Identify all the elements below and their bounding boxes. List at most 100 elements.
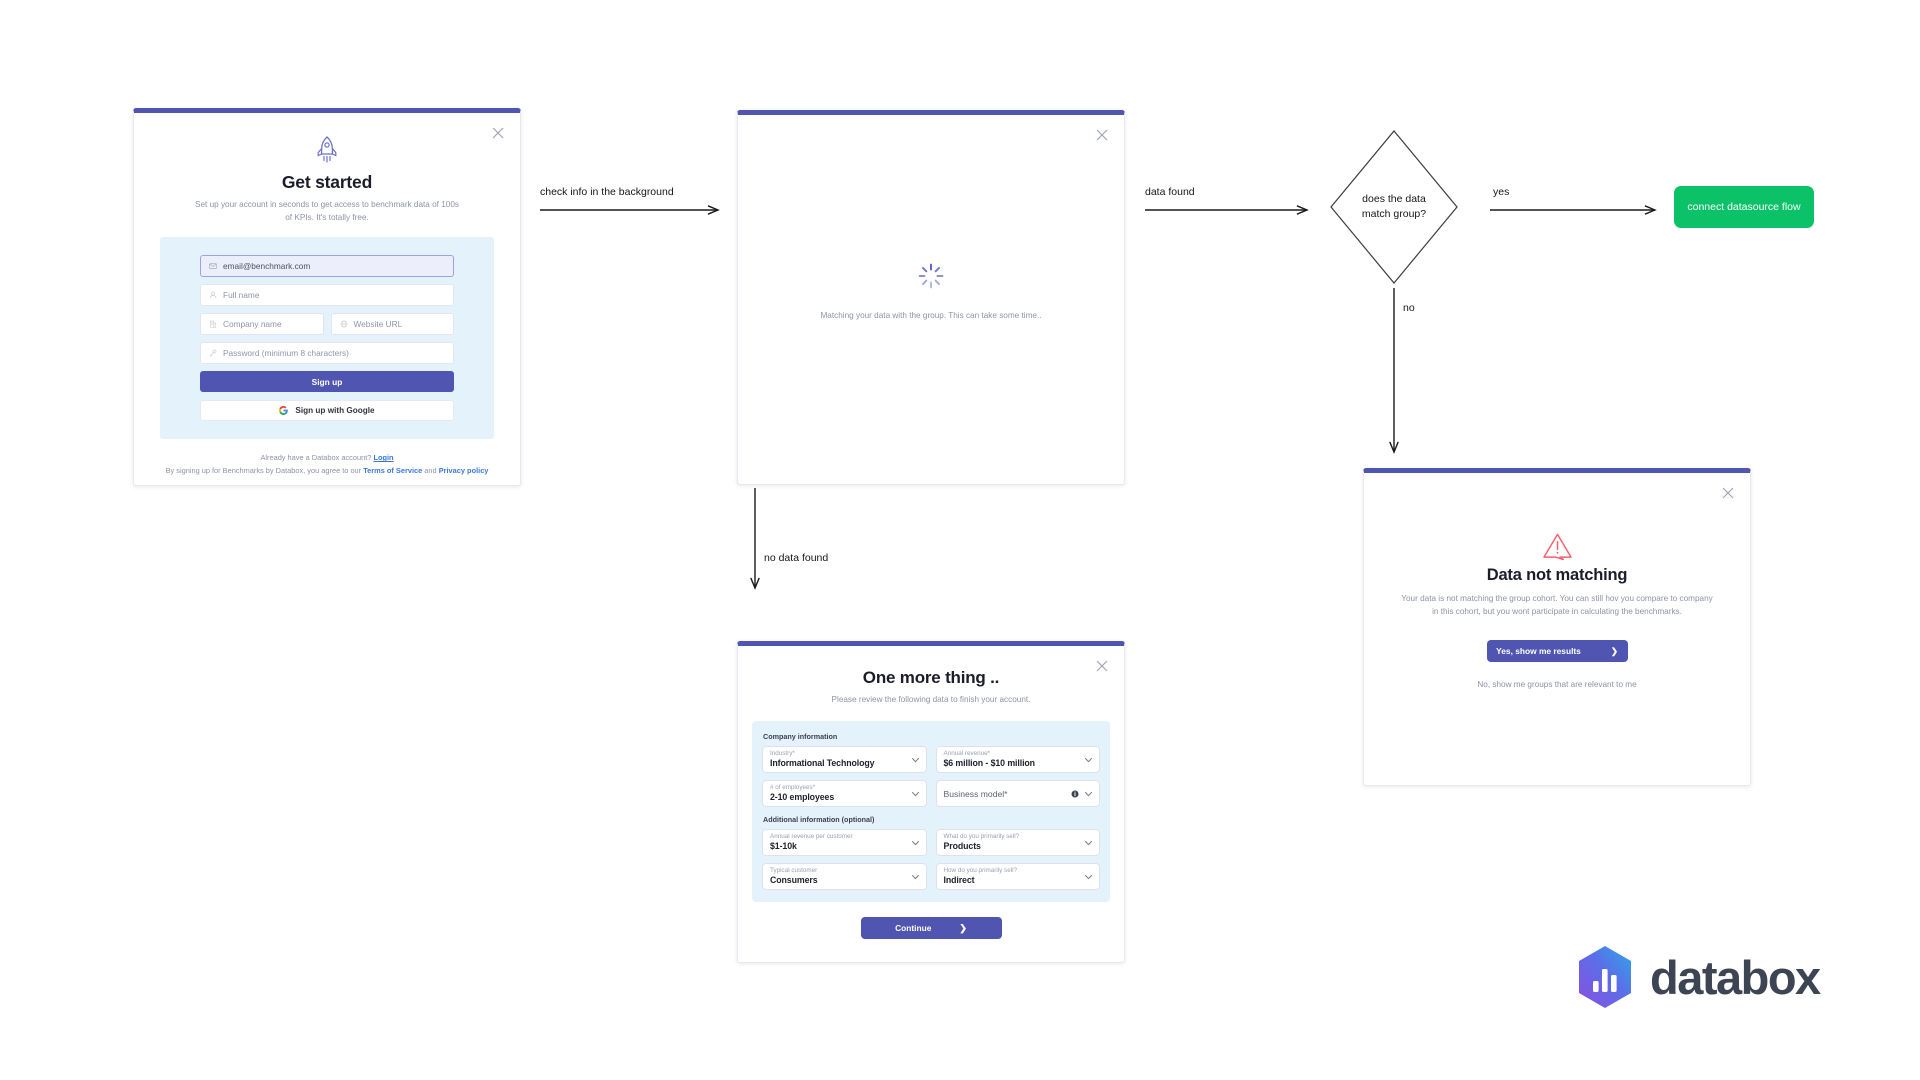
sign-up-button[interactable]: Sign up (200, 371, 454, 393)
what-you-sell-select[interactable]: What do you primarily sell? Products (935, 829, 1100, 856)
how-you-sell-value: Indirect (943, 874, 975, 885)
edge-label-check-info: check info in the background (540, 186, 674, 198)
close-icon[interactable] (1094, 127, 1110, 143)
employees-select[interactable]: # of employees* 2-10 employees (762, 780, 927, 807)
industry-select-value: Informational Technology (770, 757, 875, 768)
additional-row-1: Annual revenue per customer $1-10k What … (762, 829, 1100, 856)
what-you-sell-caption: What do you primarily sell? (943, 833, 1020, 840)
revenue-per-customer-value: $1-10k (770, 840, 797, 851)
continue-button-label: Continue (895, 923, 932, 933)
website-url-placeholder: Website URL (353, 319, 403, 330)
show-me-results-label: Yes, show me results (1496, 646, 1581, 657)
company-website-row: Company name Website URL (200, 313, 454, 342)
building-icon (209, 320, 217, 328)
page-title: Data not matching (1486, 566, 1628, 584)
spinner-container: Matching your data with the group. This … (738, 263, 1124, 320)
google-button-label: Sign up with Google (295, 406, 375, 416)
employees-select-caption: # of employees* (770, 784, 816, 791)
group-label-additional-information: Additional information (optional) (763, 815, 875, 824)
company-row-1: Industry* Informational Technology Annua… (762, 746, 1100, 773)
page-title: One more thing .. (862, 668, 1000, 687)
how-you-sell-select[interactable]: How do you primarily sell? Indirect (935, 863, 1100, 890)
full-name-placeholder: Full name (223, 290, 260, 301)
sign-up-with-google-button[interactable]: Sign up with Google (200, 400, 454, 422)
rocket-icon (314, 135, 340, 165)
close-icon[interactable] (490, 125, 506, 141)
form-panel: Company information Industry* Informatio… (752, 721, 1110, 902)
databox-logo: databox (1576, 945, 1821, 1009)
edge-label-data-found: data found (1145, 186, 1195, 198)
business-model-placeholder: Business model* (943, 788, 1008, 799)
edge-label-yes: yes (1493, 186, 1510, 198)
chevron-down-icon (1084, 838, 1093, 847)
industry-select-caption: Industry* (770, 750, 795, 757)
sign-up-button-label: Sign up (311, 376, 343, 387)
password-field[interactable]: Password (minimum 8 characters) (200, 342, 454, 365)
typical-customer-select[interactable]: Typical customer Consumers (762, 863, 927, 890)
loading-message: Matching your data with the group. This … (820, 311, 1042, 320)
close-icon[interactable] (1720, 485, 1736, 501)
group-label-company-information: Company information (763, 732, 838, 741)
show-me-results-button[interactable]: Yes, show me results ❯ (1486, 640, 1628, 663)
chevron-down-icon (911, 838, 920, 847)
decision-line-1: does the data (1362, 193, 1426, 205)
typical-customer-value: Consumers (770, 874, 818, 885)
website-url-field[interactable]: Website URL (330, 313, 454, 336)
annual-revenue-select-caption: Annual revenue* (943, 750, 991, 757)
connect-datasource-flow-button[interactable]: connect datasource flow (1674, 186, 1814, 228)
company-row-2: # of employees* 2-10 employees Business … (762, 780, 1100, 807)
chevron-down-icon (911, 789, 920, 798)
terms-prefix: By signing up for Benchmarks by Databox,… (165, 465, 362, 475)
spinner-icon (918, 263, 944, 289)
company-details-card: One more thing .. Please review the foll… (737, 641, 1125, 963)
annual-revenue-select-value: $6 million - $10 million (943, 757, 1036, 768)
data-not-matching-card: Data not matching Your data is not match… (1363, 468, 1751, 786)
user-icon (209, 291, 217, 299)
google-icon (279, 406, 289, 416)
chevron-down-icon (911, 872, 920, 881)
warning-triangle-icon (1542, 532, 1573, 560)
additional-row-2: Typical customer Consumers How do you pr… (762, 863, 1100, 890)
industry-select[interactable]: Industry* Informational Technology (762, 746, 927, 773)
show-relevant-groups-link[interactable]: No, show me groups that are relevant to … (1477, 680, 1637, 690)
form-subtitle: Please review the following data to fini… (831, 695, 1031, 704)
login-prompt-text: Already have a Databox account? (260, 453, 372, 463)
globe-icon (340, 320, 348, 328)
full-name-field[interactable]: Full name (200, 284, 454, 307)
how-you-sell-caption: How do you primarily sell? (943, 867, 1018, 874)
decision-line-2: match group? (1361, 208, 1427, 221)
business-model-select[interactable]: Business model* (935, 780, 1100, 807)
revenue-per-customer-caption: Annual revenue per customer (770, 833, 853, 840)
chevron-down-icon (1084, 755, 1093, 764)
login-link[interactable]: Login (373, 453, 394, 463)
loading-card: Matching your data with the group. This … (737, 110, 1125, 485)
databox-hexagon-icon (1576, 945, 1634, 1009)
signup-footer: Already have a Databox account? Login By… (134, 452, 520, 476)
revenue-per-customer-select[interactable]: Annual revenue per customer $1-10k (762, 829, 927, 856)
signup-subtitle: Set up your account in seconds to get ac… (195, 200, 459, 222)
terms-and: and (424, 465, 437, 475)
decision-node-match-group: does the data match group? (1331, 192, 1457, 222)
terms-of-service-link[interactable]: Terms of Service (363, 465, 423, 475)
connect-datasource-flow-label: connect datasource flow (1687, 201, 1801, 213)
chevron-down-icon (911, 755, 920, 764)
page-title: Get started (281, 172, 373, 192)
chevron-right-icon: ❯ (1610, 646, 1618, 657)
company-name-field[interactable]: Company name (200, 313, 324, 336)
close-icon[interactable] (1094, 658, 1110, 674)
continue-button[interactable]: Continue ❯ (860, 917, 1002, 939)
nomatch-body-text: Your data is not matching the group coho… (1401, 594, 1713, 617)
annual-revenue-select[interactable]: Annual revenue* $6 million - $10 million (935, 746, 1100, 773)
mail-icon (209, 262, 217, 270)
info-icon[interactable] (1071, 790, 1079, 798)
databox-wordmark: databox (1650, 950, 1821, 1004)
password-placeholder: Password (minimum 8 characters) (223, 348, 349, 359)
email-field[interactable]: email@benchmark.com (200, 255, 454, 278)
signup-form-panel: email@benchmark.com Full name Company na… (160, 237, 494, 440)
edge-label-no: no (1403, 302, 1415, 314)
edge-label-no-data-found: no data found (764, 552, 829, 564)
signup-card: Get started Set up your account in secon… (133, 108, 521, 486)
privacy-policy-link[interactable]: Privacy policy (438, 465, 489, 475)
chevron-right-icon: ❯ (959, 922, 967, 933)
